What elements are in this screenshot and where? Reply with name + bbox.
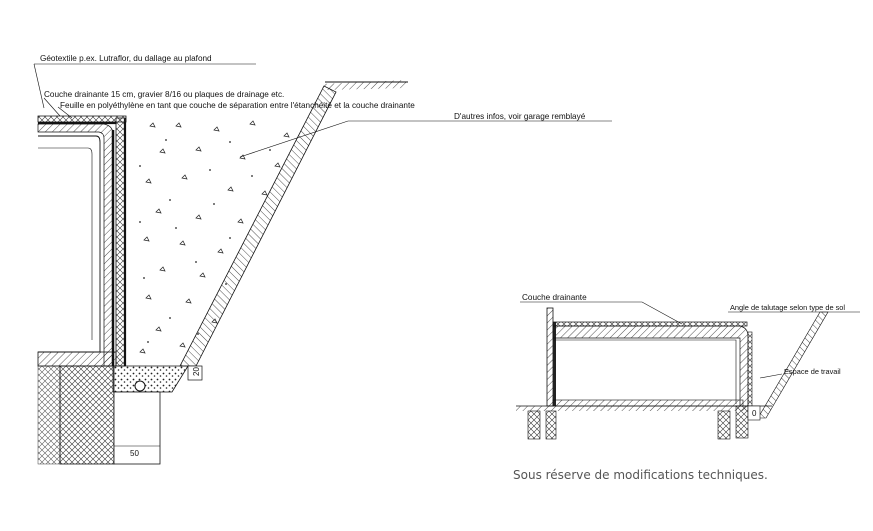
label-more-info: D'autres infos, voir garage remblayé xyxy=(454,112,586,121)
dim-footing-width: 50 xyxy=(130,449,139,458)
right-label-slope: Angle de talutage selon type de sol xyxy=(730,303,845,312)
backfill-aggregate xyxy=(139,120,290,354)
right-dim-drain: 0 xyxy=(752,409,757,418)
drain-layer-vertical xyxy=(115,117,126,367)
drain-gravel xyxy=(112,365,189,393)
footer-note: Sous réserve de modifications techniques… xyxy=(513,468,768,482)
footing xyxy=(59,365,115,465)
right-drain-roof xyxy=(552,321,748,327)
label-foil: Feuille en polyéthylène en tant que couc… xyxy=(60,101,415,110)
right-section: 0 Couche drainante Angle de talutage sel… xyxy=(516,293,860,440)
label-drain-layer: Couche drainante 15 cm, gravier 8/16 ou … xyxy=(44,90,284,99)
right-label-drain: Couche drainante xyxy=(522,293,587,302)
drain-pipe-icon xyxy=(134,380,146,392)
right-label-workspace: Espace de travail xyxy=(784,367,841,376)
backfill-dots xyxy=(139,139,271,343)
right-slope xyxy=(757,311,829,419)
backfill xyxy=(126,88,322,366)
left-section: 20 50 Géotextile p.ex. Lutraflor, du dal… xyxy=(33,54,612,465)
dim-drain-height: 20 xyxy=(192,367,201,376)
wall-and-roof-slab xyxy=(37,123,114,367)
drain-layer-roof xyxy=(37,115,127,123)
floor-slab xyxy=(37,351,117,367)
label-geotextile: Géotextile p.ex. Lutraflor, du dallage a… xyxy=(40,54,212,63)
